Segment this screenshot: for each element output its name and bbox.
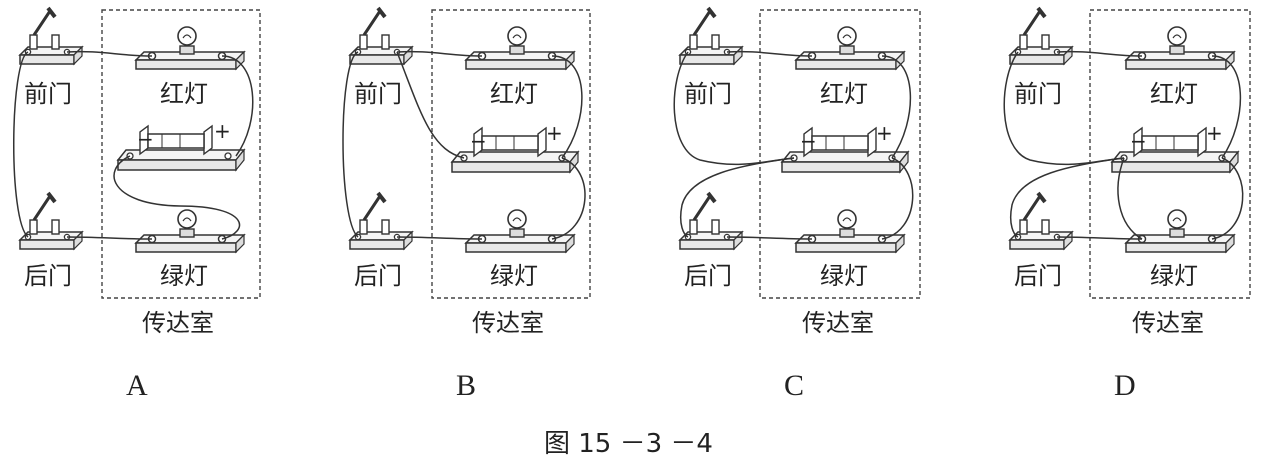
room-label: 传达室	[142, 309, 214, 337]
room-boundary	[431, 9, 591, 299]
panel-b: − + 前门 红灯 后门 绿灯 传达室 B	[342, 6, 591, 402]
red-light-label: 红灯	[1150, 80, 1198, 108]
option-label: A	[126, 369, 148, 402]
red-light-label: 红灯	[160, 80, 208, 108]
back-door-switch	[1008, 191, 1074, 251]
panel-a: − + 前门 红灯 后门 绿灯 传达室 A	[13, 6, 261, 402]
green-lamp	[136, 210, 244, 252]
front-door-label: 前门	[684, 80, 732, 108]
back-door-label: 后门	[24, 262, 72, 290]
green-light-label: 绿灯	[160, 262, 208, 290]
wires	[1003, 50, 1244, 240]
back-door-switch	[18, 191, 84, 251]
green-light-label: 绿灯	[490, 262, 538, 290]
red-lamp	[796, 27, 904, 69]
front-door-label: 前门	[354, 80, 402, 108]
room-boundary	[759, 9, 921, 299]
minus-sign: −	[470, 129, 487, 153]
front-door-switch	[1008, 6, 1074, 66]
green-lamp	[1126, 210, 1234, 252]
room-label: 传达室	[1132, 309, 1204, 337]
plus-sign: +	[214, 119, 231, 143]
red-light-label: 红灯	[490, 80, 538, 108]
red-lamp	[1126, 27, 1234, 69]
green-lamp	[796, 210, 904, 252]
plus-sign: +	[546, 121, 563, 145]
red-lamp	[466, 27, 574, 69]
red-light-label: 红灯	[820, 80, 868, 108]
room-label: 传达室	[472, 309, 544, 337]
wires	[673, 50, 914, 240]
option-label: C	[784, 369, 804, 402]
wires	[13, 50, 254, 240]
front-door-label: 前门	[1014, 80, 1062, 108]
minus-sign: −	[800, 129, 817, 153]
back-door-label: 后门	[684, 262, 732, 290]
back-door-switch	[678, 191, 744, 251]
red-lamp	[136, 27, 244, 69]
green-light-label: 绿灯	[1150, 262, 1198, 290]
wires	[342, 50, 586, 240]
option-label: D	[1114, 369, 1136, 402]
back-door-label: 后门	[354, 262, 402, 290]
green-light-label: 绿灯	[820, 262, 868, 290]
room-label: 传达室	[802, 309, 874, 337]
green-lamp	[466, 210, 574, 252]
panel-d: − + 前门 红灯 后门 绿灯 传达室 D	[1003, 6, 1251, 402]
front-door-switch	[678, 6, 744, 66]
back-door-switch	[348, 191, 414, 251]
front-door-switch	[18, 6, 84, 66]
minus-sign: −	[137, 127, 154, 151]
minus-sign: −	[1130, 129, 1147, 153]
figure-caption: 图 15 －3 －4	[544, 429, 713, 459]
front-door-label: 前门	[24, 80, 72, 108]
plus-sign: +	[876, 121, 893, 145]
front-door-switch	[348, 6, 414, 66]
panel-c: − + 前门 红灯 后门 绿灯 传达室 C	[673, 6, 921, 402]
plus-sign: +	[1206, 121, 1223, 145]
room-boundary	[1089, 9, 1251, 299]
back-door-label: 后门	[1014, 262, 1062, 290]
option-label: B	[456, 369, 476, 402]
room-boundary	[101, 9, 261, 299]
